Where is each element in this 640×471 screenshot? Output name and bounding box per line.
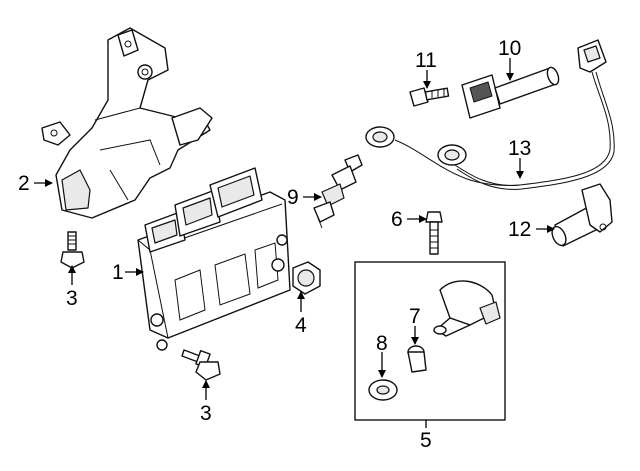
insert-part-7[interactable] (407, 345, 427, 373)
callout-3-upper: 3 (66, 287, 78, 310)
nut-part-4[interactable] (292, 261, 321, 295)
spark-plug-part-9[interactable] (313, 154, 363, 229)
position-sensor-part-12[interactable] (549, 183, 613, 248)
coil-assembly-part-5[interactable] (433, 280, 501, 337)
ignition-coil-part-10[interactable] (461, 66, 561, 119)
callout-8: 8 (376, 332, 388, 355)
callout-3-lower: 3 (200, 402, 212, 425)
bolt-part-3-lower[interactable] (181, 349, 221, 381)
callout-5: 5 (420, 429, 432, 452)
bolt-part-11[interactable] (409, 87, 450, 107)
callout-2: 2 (18, 172, 30, 195)
callout-9: 9 (287, 186, 299, 209)
ecm-module-part-1[interactable] (137, 167, 291, 351)
callout-12: 12 (508, 218, 531, 241)
bolt-part-3-upper[interactable] (60, 231, 85, 269)
callout-7: 7 (409, 305, 421, 328)
knock-sensor-harness-part-13[interactable] (365, 39, 615, 190)
callout-10: 10 (498, 37, 521, 60)
callout-1: 1 (112, 261, 124, 284)
bolt-part-6[interactable] (425, 211, 443, 255)
callout-13: 13 (508, 137, 531, 160)
callout-6: 6 (391, 208, 403, 231)
coil-assembly-group-box (354, 261, 506, 421)
bracket-part-2[interactable] (41, 27, 213, 219)
seal-part-8[interactable] (368, 379, 398, 401)
callout-11: 11 (415, 49, 437, 72)
callout-4: 4 (295, 314, 307, 337)
